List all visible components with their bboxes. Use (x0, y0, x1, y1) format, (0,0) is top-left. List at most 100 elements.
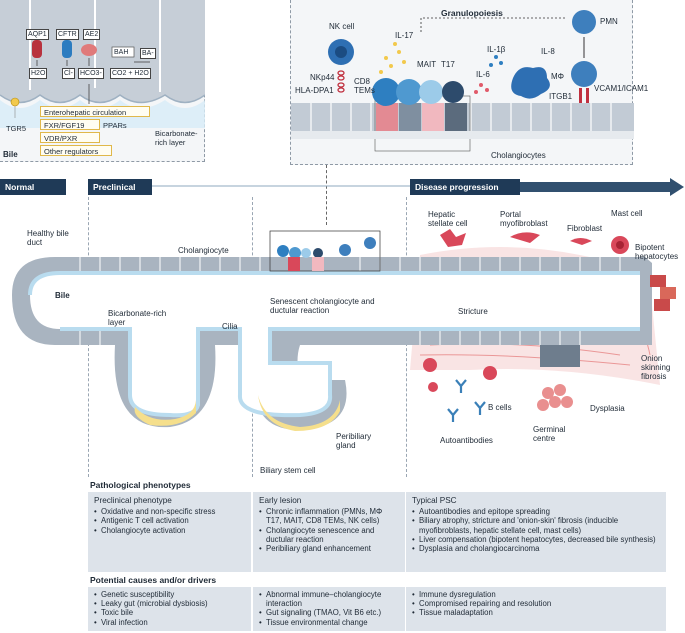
itgb1-label: ITGB1 (549, 92, 573, 101)
b-cells-label: B cells (488, 403, 512, 412)
healthy-bile-duct-label: Healthy bile duct (27, 229, 69, 247)
t17-label: T17 (441, 60, 455, 69)
aqp1-label: AQP1 (26, 29, 49, 40)
cd8-tem-cell (372, 78, 400, 106)
ae2-channel (81, 44, 97, 56)
pmn-cell-top (572, 10, 596, 34)
b-cell-2 (423, 358, 437, 372)
stage-normal: Normal (5, 182, 35, 192)
germinal-centre (537, 384, 573, 411)
mait-label: MAIT (417, 60, 437, 69)
t17-cell (419, 80, 443, 104)
regulator-fxr: FXR/FGF19 (40, 119, 100, 130)
list-item: Peribiliary gland enhancement (259, 544, 399, 553)
list-item: Gut signaling (TMAO, Vit B6 etc.) (259, 608, 399, 617)
inset-connector (326, 165, 327, 225)
ba-label: BA- (140, 48, 156, 59)
list-item: Cholangiocyte activation (94, 526, 245, 535)
list-item: Genetic susceptibility (94, 590, 245, 599)
inset-right-svg (291, 10, 634, 152)
pathological-heading: Pathological phenotypes (90, 480, 191, 490)
co2-label: CO2 + H2O (110, 68, 151, 79)
il6-label: IL-6 (476, 70, 490, 79)
cftr-channel (62, 40, 72, 58)
autoantibodies (447, 379, 486, 422)
il8-label: IL-8 (541, 47, 555, 56)
onion-label: Onion skinning fibrosis (641, 354, 671, 381)
causes-heading: Potential causes and/or drivers (90, 575, 217, 585)
vcam-label: VCAM1/ICAM1 (594, 84, 649, 93)
aqp1-channel (32, 40, 42, 58)
panel-preclinical-title: Preclinical phenotype (94, 496, 172, 505)
inset-bicarbonate-umbrella: × AQP1 CFTR AE2 BAH H2O Cl- HCO3- BA- CO… (0, 0, 205, 162)
cd8-tem-label: CD8 TEMs (354, 77, 375, 95)
cl-label: Cl- (62, 68, 75, 79)
stricture-label: Stricture (458, 307, 488, 316)
macrophage-label: MΦ (551, 72, 565, 81)
list-item: Autoantibodies and epitope spreading (412, 507, 660, 516)
cilia-label: Cilia (222, 322, 238, 331)
cholangiocytes-label: Cholangiocytes (491, 151, 546, 160)
panel-early-title: Early lesion (259, 496, 302, 505)
inset-immune-activation: Granulopoiesis NK cell PMN MAIT T17 MΦ I… (290, 0, 649, 165)
list-item: Cholangiocyte senescence and ductular re… (259, 526, 399, 544)
granulopoiesis-label: Granulopoiesis (441, 8, 503, 18)
hco3-label: HCO3- (78, 68, 104, 79)
bicarb-layer-label: Bicarbonate-rich layer (108, 309, 167, 327)
myofibroblast (510, 232, 540, 243)
stage-arrow (0, 178, 684, 196)
dysplasia-label: Dysplasia (590, 404, 625, 413)
macrophage (511, 67, 550, 99)
hepatic-stellate-label: Hepatic stellate cell (428, 210, 468, 228)
causes-col-2: Abnormal immune–cholangiocyte interactio… (253, 587, 405, 631)
inset-bile-label: Bile (3, 150, 18, 159)
pmn-cell-bottom (571, 61, 597, 87)
nk-cell-label: NK cell (329, 22, 355, 31)
list-item: Tissue environmental change (259, 618, 399, 627)
fibroblast-label: Fibroblast (567, 224, 603, 233)
list-item: Leaky gut (microbial dysbiosis) (94, 599, 245, 608)
il1b-label: IL-1β (487, 45, 506, 54)
nkp44-label: NKp44 (310, 73, 335, 82)
list-item: Immune dysregulation (412, 590, 660, 599)
senescent-label: Senescent cholangiocyte and ductular rea… (270, 297, 375, 315)
stage-preclinical: Preclinical (93, 182, 136, 192)
cftr-label: CFTR (56, 29, 79, 40)
b-cell-3 (428, 382, 438, 392)
il17-label: IL-17 (395, 31, 414, 40)
h2o-label: H2O (29, 68, 48, 79)
list-item: Biliary atrophy, stricture and 'onion-sk… (412, 516, 660, 534)
list-item: Dysplasia and cholangiocarcinoma (412, 544, 660, 553)
b-cell-1 (483, 366, 497, 380)
hla-label: HLA-DPA1 (295, 86, 334, 95)
bile-duct-diagram (12, 229, 676, 431)
list-item: Viral infection (94, 618, 245, 627)
regulator-vdr: VDR/PXR (40, 132, 100, 143)
list-item: Liver compensation (bipotent hepatocytes… (412, 535, 660, 544)
list-item: Abnormal immune–cholangiocyte interactio… (259, 590, 399, 608)
list-item: Toxic bile (94, 608, 245, 617)
panel-psc-title: Typical PSC (412, 496, 457, 505)
list-item: Antigenic T cell activation (94, 516, 245, 525)
panel-typical-psc: Typical PSC Autoantibodies and epitope s… (406, 492, 666, 572)
portal-myo-label: Portal myofibroblast (500, 210, 548, 228)
panel-preclinical: Preclinical phenotype Oxidative and non-… (88, 492, 251, 572)
stem-cell-label: Biliary stem cell (260, 466, 316, 475)
peribiliary-label: Peribiliary gland (336, 432, 372, 450)
list-item: Oxidative and non-specific stress (94, 507, 245, 516)
inset-bicarb-label: Bicarbonate-rich layer (155, 129, 198, 147)
causes-col-3: Immune dysregulation Compromised repairi… (406, 587, 666, 631)
dysplasia-cells (540, 345, 580, 367)
list-item: Compromised repairing and resolution (412, 599, 660, 608)
stage-progression: Disease progression (415, 182, 499, 192)
regulator-ppars: PPARs (103, 121, 127, 130)
tgr5-receptor (10, 97, 20, 107)
bah-box (111, 46, 135, 58)
bile-label: Bile (55, 291, 70, 300)
cholangiocyte-label: Cholangiocyte (178, 246, 229, 255)
list-item: Tissue maladaptation (412, 608, 660, 617)
causes-col-1: Genetic susceptibility Leaky gut (microb… (88, 587, 251, 631)
stellate-cell (440, 229, 466, 247)
bipotent-hepatocytes (650, 275, 676, 311)
regulator-other: Other regulators (40, 145, 112, 156)
